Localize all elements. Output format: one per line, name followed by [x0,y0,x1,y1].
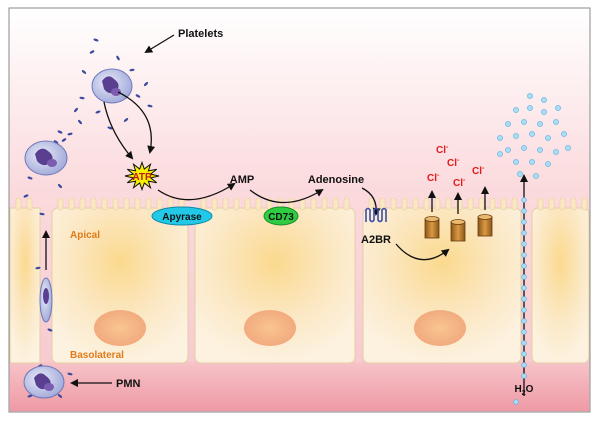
platelets-arrow [144,34,175,54]
pmn-label: PMN [116,378,141,390]
chloride-channel-icon [450,219,466,242]
adenosine-label: Adenosine [308,174,364,186]
epithelial-cell [51,207,189,364]
cd73-label: CD73 [268,212,294,223]
platelet-fragments [23,38,153,398]
chloride-ion: Cl- [453,177,466,189]
cd73-enzyme: CD73 [263,206,299,226]
epithelial-cell-layer [9,207,590,364]
epithelial-cell [362,207,522,364]
chloride-ion: Cl- [436,144,449,156]
chloride-ion: Cl- [447,157,460,169]
atp-burst-icon: ATP [124,160,160,192]
apical-label: Apical [70,230,100,241]
chloride-channel-icon [424,216,440,239]
amp-label: AMP [230,174,254,186]
neutrophil-icon [39,277,53,323]
receptor-icon [365,207,387,223]
apyrase-label: Apyrase [162,212,202,223]
chloride-ion: Cl- [427,172,440,184]
nucleus [414,310,466,346]
nucleus [94,310,146,346]
atp-to-amp-arrow [157,182,236,201]
apyrase-enzyme: Apyrase [151,206,213,226]
epithelial-cell [9,207,41,364]
chloride-ion: Cl- [472,165,485,177]
amp-to-adenosine-arrow [249,188,324,204]
neutrophil-icon [24,140,68,176]
water-droplet-icon [497,93,571,405]
nucleus [244,310,296,346]
basolateral-label: Basolateral [70,350,124,361]
atp-label: ATP [132,172,152,183]
a2br-label: A2BR [361,234,391,246]
release-arrow [103,101,134,160]
basolateral-space [10,362,589,411]
neutrophil-icon [23,365,65,399]
water-label: H2O [515,384,534,397]
adenosine-to-receptor-arrow [361,187,381,216]
platelets-label: Platelets [178,28,223,40]
receptor-to-channel-arrow [395,243,450,261]
chloride-ions: Cl- Cl- Cl- Cl- Cl- [427,144,485,189]
release-arrow [117,91,156,154]
neutrophil-icon [91,68,133,104]
epithelial-cell [531,207,590,364]
chloride-channel-icon [477,214,493,237]
